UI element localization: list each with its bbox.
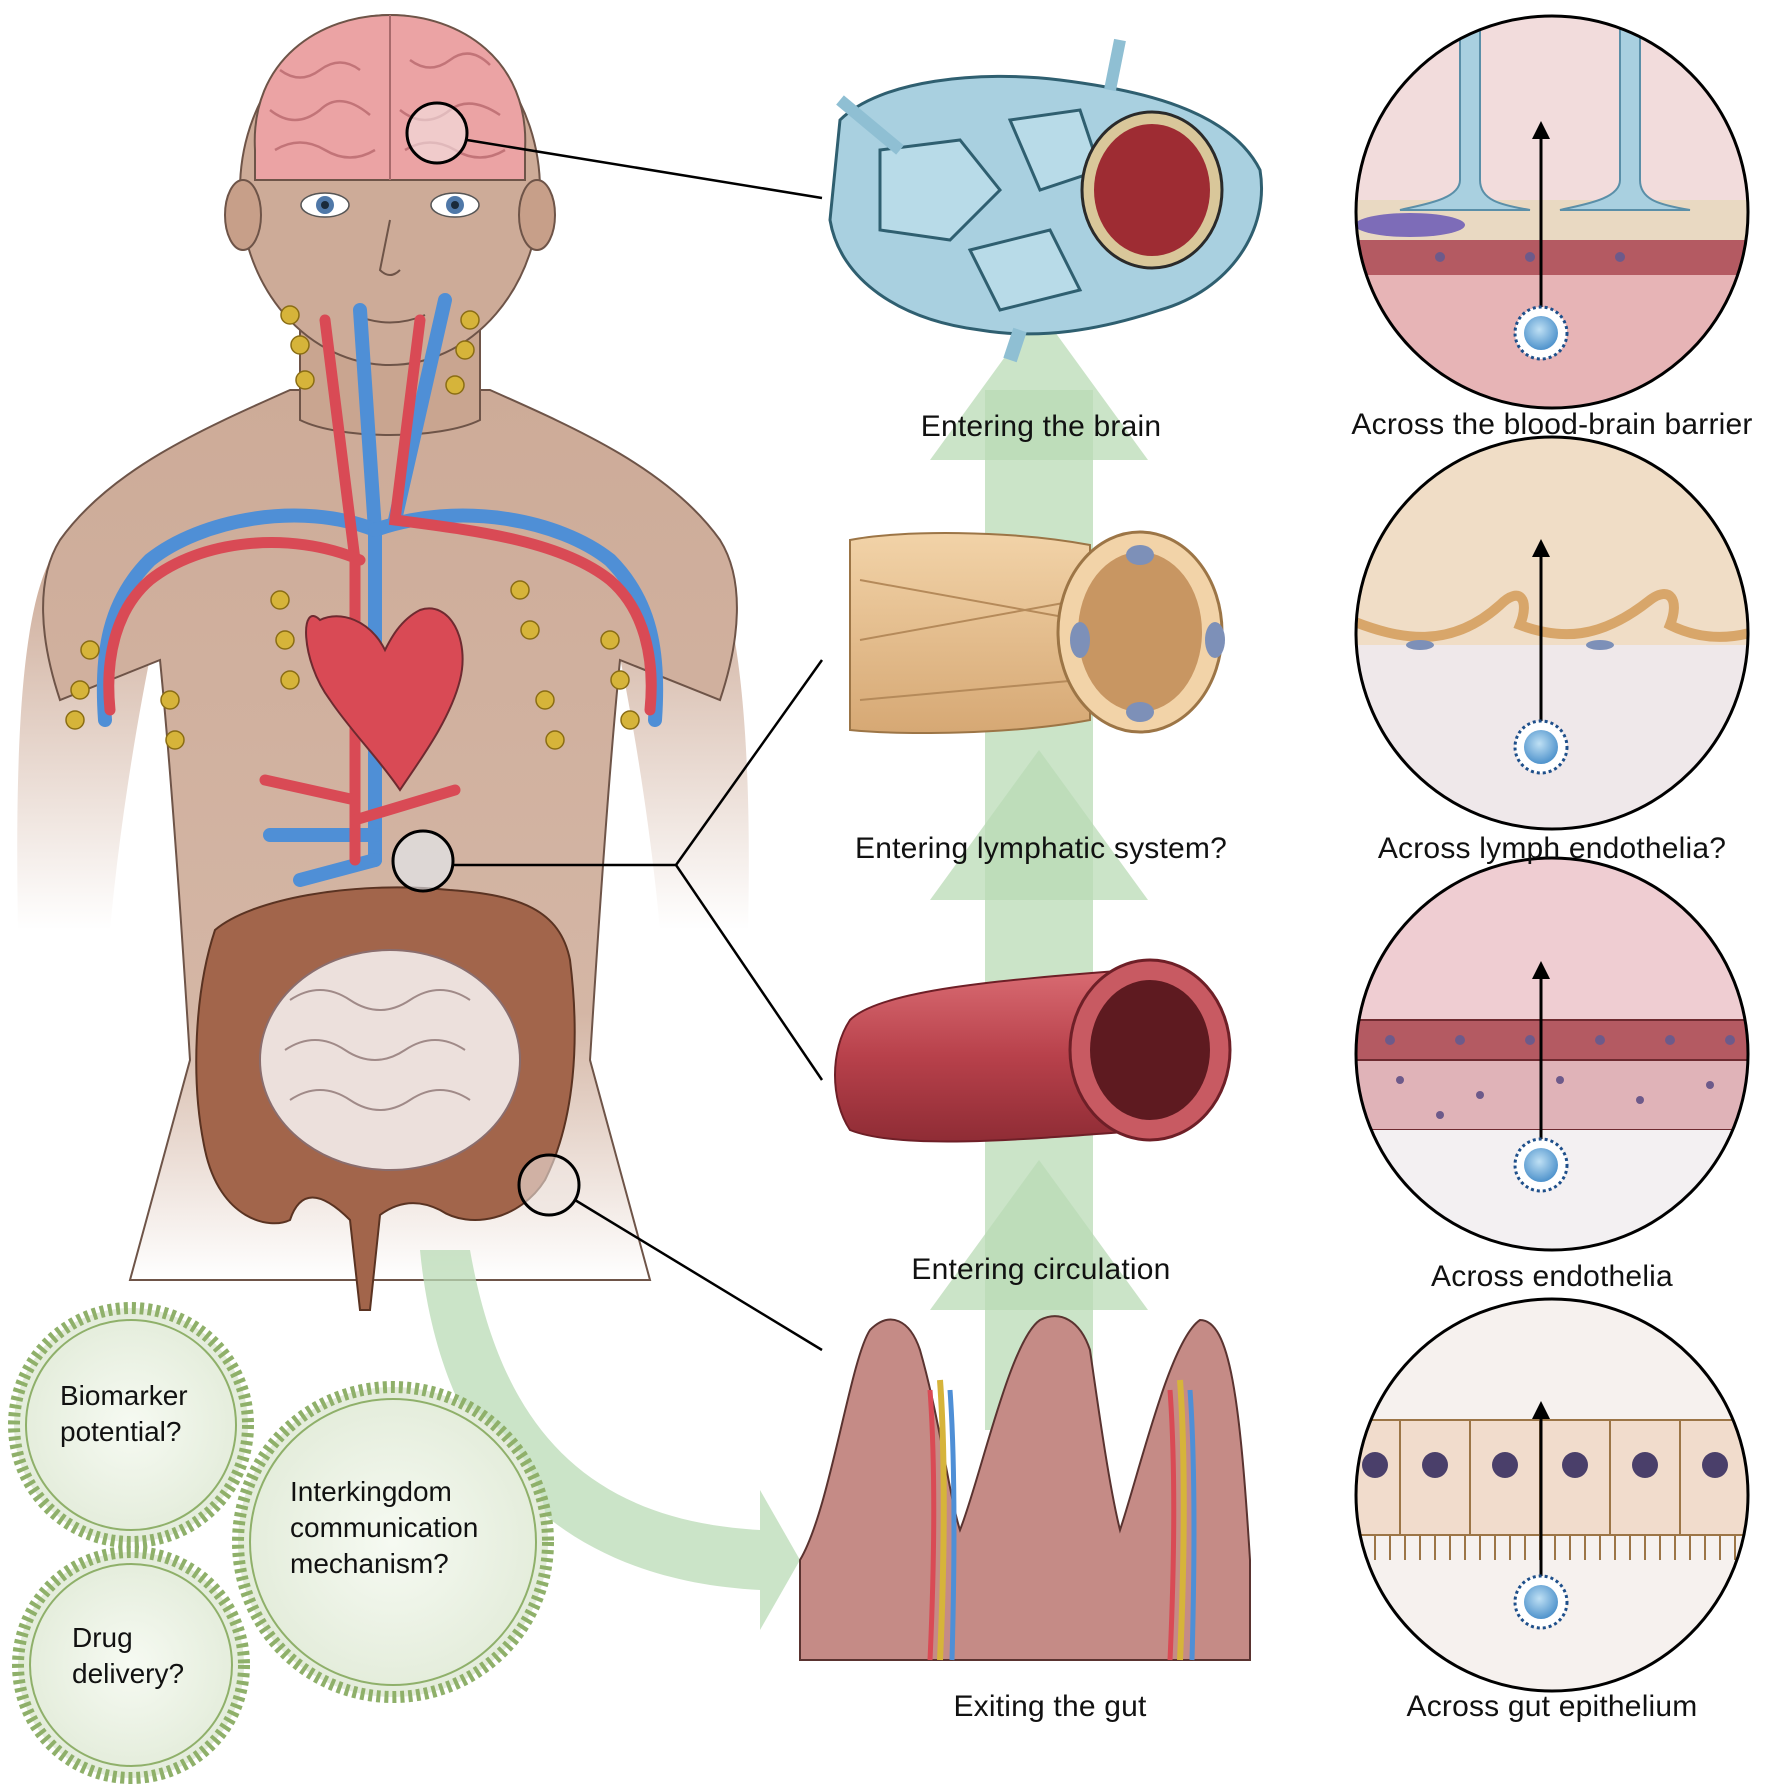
- question-drug-line1: Drug: [72, 1622, 133, 1653]
- vesicle-biomarker: [8, 1302, 254, 1548]
- barrier-label-epithelium: Across gut epithelium: [1406, 1690, 1698, 1723]
- question-interkingdom-line1: Interkingdom: [290, 1476, 452, 1507]
- barrier-circle-endothelia: [1354, 856, 1750, 1252]
- question-biomarker: Biomarker potential?: [60, 1378, 188, 1450]
- brain-vessel-illustration: [828, 38, 1263, 363]
- question-drug-delivery: Drug delivery?: [72, 1620, 184, 1692]
- stage-label-gut: Exiting the gut: [953, 1690, 1147, 1723]
- stage-label-circulation: Entering circulation: [911, 1253, 1171, 1286]
- question-drug-line2: delivery?: [72, 1658, 185, 1689]
- heart-shape: [305, 607, 464, 792]
- vesicle-drug-delivery: [12, 1546, 250, 1784]
- zoom-vessel-circle: [391, 829, 455, 893]
- stage-label-brain: Entering the brain: [920, 410, 1162, 443]
- lymph-vessel-illustration: [849, 530, 1225, 734]
- connector-lines: [453, 138, 824, 1352]
- lymph-nodes: [65, 305, 640, 750]
- zoom-brain-circle: [405, 101, 469, 165]
- arteries: [103, 314, 657, 866]
- zoom-gut-circle: [517, 1153, 581, 1217]
- question-interkingdom: Interkingdom communication mechanism?: [290, 1474, 478, 1582]
- barrier-circle-epithelium: [1354, 1297, 1750, 1693]
- vesicle-crossing-markers: [1513, 121, 1569, 1630]
- vesicle-interkingdom: [232, 1381, 554, 1703]
- gut-villi-illustration: [799, 1315, 1251, 1661]
- question-biomarker-line1: Biomarker: [60, 1380, 188, 1411]
- stage-label-lymph: Entering lymphatic system?: [854, 832, 1228, 865]
- barrier-label-endothelia: Across endothelia: [1431, 1260, 1673, 1293]
- human-body-illustration: [17, 13, 749, 1311]
- question-interkingdom-line3: mechanism?: [290, 1548, 449, 1579]
- small-intestine-shape: [259, 949, 521, 1171]
- barrier-label-lymph: Across lymph endothelia?: [1377, 832, 1727, 865]
- question-interkingdom-line2: communication: [290, 1512, 479, 1543]
- barrier-circle-lymph: [1354, 435, 1750, 831]
- question-vesicles: [8, 1302, 554, 1784]
- barrier-label-bbb: Across the blood-brain barrier: [1351, 408, 1753, 441]
- blood-vessel-illustration: [834, 958, 1232, 1143]
- question-biomarker-line2: potential?: [60, 1416, 182, 1447]
